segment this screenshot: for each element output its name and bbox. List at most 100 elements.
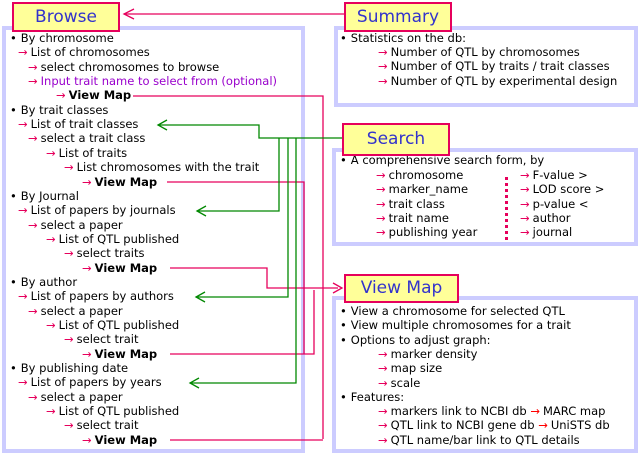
viewmap-title[interactable]: View Map [344,274,459,303]
browse-item: →select trait [64,332,138,346]
arrow-right-icon: → [28,131,38,146]
browse-item: •By author [10,275,77,289]
viewmap-bullet-label: View multiple chromosomes for a trait [350,318,571,333]
viewmap-bullet-item: •View multiple chromosomes for a trait [340,318,571,332]
arrow-right-icon: → [82,260,92,275]
view-map-label[interactable]: View Map [94,432,158,447]
arrow-right-icon: → [64,246,74,261]
browse-item-label: By trait classes [20,102,109,117]
browse-item-label: List of trait classes [30,117,139,132]
bullet-icon: • [10,31,17,45]
search-field-item: →marker_name [376,182,468,196]
viewmap-option-label: map size [390,361,443,376]
browse-item: →List of trait classes [18,117,138,131]
summary-item-label: Number of QTL by experimental design [390,73,618,88]
arrow-right-icon: → [18,117,28,132]
summary-item: →Number of QTL by experimental design [378,74,617,88]
browse-item-label: List of chromosomes [30,45,150,60]
search-field-label: publishing year [388,225,478,240]
bullet-icon: • [10,361,17,376]
arrow-right-icon: → [534,418,548,433]
arrow-right-icon: → [56,88,66,103]
arrowhead-viewmap [332,282,344,294]
browse-item-label: List of papers by years [30,375,162,390]
bullet-icon: • [10,188,17,203]
bullet-icon: • [340,153,347,167]
search-field-label: author [532,210,571,225]
arrow-right-icon: → [378,375,388,390]
browse-item: →List of QTL published [46,232,179,246]
browse-item: →select traits [64,246,144,260]
view-map-link[interactable]: →View Map [82,433,157,447]
browse-item: →List chromosomes with the trait [64,160,259,174]
viewmap-option-item: →map size [378,361,442,375]
browse-item: →List of QTL published [46,318,179,332]
bullet-icon: • [10,274,17,289]
arrow-right-icon: → [18,203,28,218]
view-map-label[interactable]: View Map [68,88,132,103]
arrow-right-icon: → [46,318,56,332]
arrow-right-icon: → [18,375,28,390]
feature-label: QTL name/bar link to QTL details [390,432,580,447]
browse-item-label: select trait [76,418,139,433]
search-field-item: →trait name [376,211,449,225]
summary-title[interactable]: Summary [344,2,452,32]
browse-item-label: select a paper [40,389,123,404]
summary-item-label: Number of QTL by traits / trait classes [390,59,610,74]
arrow-right-icon: → [378,59,388,74]
feature-link[interactable]: UniSTS db [550,418,610,433]
browse-item-label: List of QTL published [58,404,180,419]
search-field-label: trait class [388,196,445,211]
browse-item-label: select a paper [40,303,123,318]
browse-item: •By publishing date [10,361,128,375]
browse-item-label: select a paper [40,217,123,232]
search-title[interactable]: Search [342,123,450,156]
view-map-label[interactable]: View Map [94,174,158,189]
viewmap-feature-item: →markers link to NCBI db →MARC map [378,404,605,418]
browse-item-label: select trait [76,332,139,347]
arrow-right-icon: → [82,432,92,447]
browse-item-label: By publishing date [20,361,129,376]
browse-item-label: By Journal [20,188,79,203]
view-map-label[interactable]: View Map [94,260,158,275]
view-map-link[interactable]: →View Map [56,88,131,102]
browse-title[interactable]: Browse [12,2,120,32]
arrow-right-icon: → [520,168,530,182]
arrow-right-icon: → [378,361,388,376]
view-map-label[interactable]: View Map [94,346,158,361]
browse-item-label: select traits [76,246,145,261]
arrow-right-icon: → [520,182,530,197]
arrow-right-icon: → [378,432,388,447]
arrow-right-icon: → [520,196,530,211]
column-separator [505,177,508,241]
arrow-right-icon: → [46,231,56,246]
browse-item: •By Journal [10,189,79,203]
browse-item: →select chromosomes to browse [28,60,219,74]
viewmap-bullet-label: View a chromosome for selected QTL [350,304,565,318]
summary-frame [334,26,638,107]
browse-item: •By chromosome [10,31,114,45]
search-field-label: journal [532,225,573,240]
arrow-right-icon: → [376,182,386,197]
browse-item-label: By chromosome [20,31,114,45]
browse-item-label: select chromosomes to browse [40,59,220,74]
feature-link[interactable]: MARC map [542,404,606,419]
search-field-item: →p-value < [520,197,588,211]
arrow-right-icon: → [520,225,530,240]
viewmap-option-label: scale [390,375,421,390]
search-field-item: →F-value > [520,168,588,182]
arrow-right-icon: → [64,418,74,433]
search-field-item: →author [520,211,571,225]
search-field-item: →journal [520,225,572,239]
search-field-item: →trait class [376,197,445,211]
browse-item: →List of papers by journals [18,203,176,217]
view-map-link[interactable]: →View Map [82,261,157,275]
arrow-right-icon: → [46,145,56,160]
arrowhead-browse [122,8,135,20]
view-map-link[interactable]: →View Map [82,347,157,361]
search-field-label: trait name [388,210,449,225]
browse-item: →select a trait class [28,131,145,145]
browse-item-label: Input trait name to select from (optiona… [40,74,278,89]
browse-item: →List of papers by years [18,375,162,389]
view-map-link[interactable]: →View Map [82,175,157,189]
